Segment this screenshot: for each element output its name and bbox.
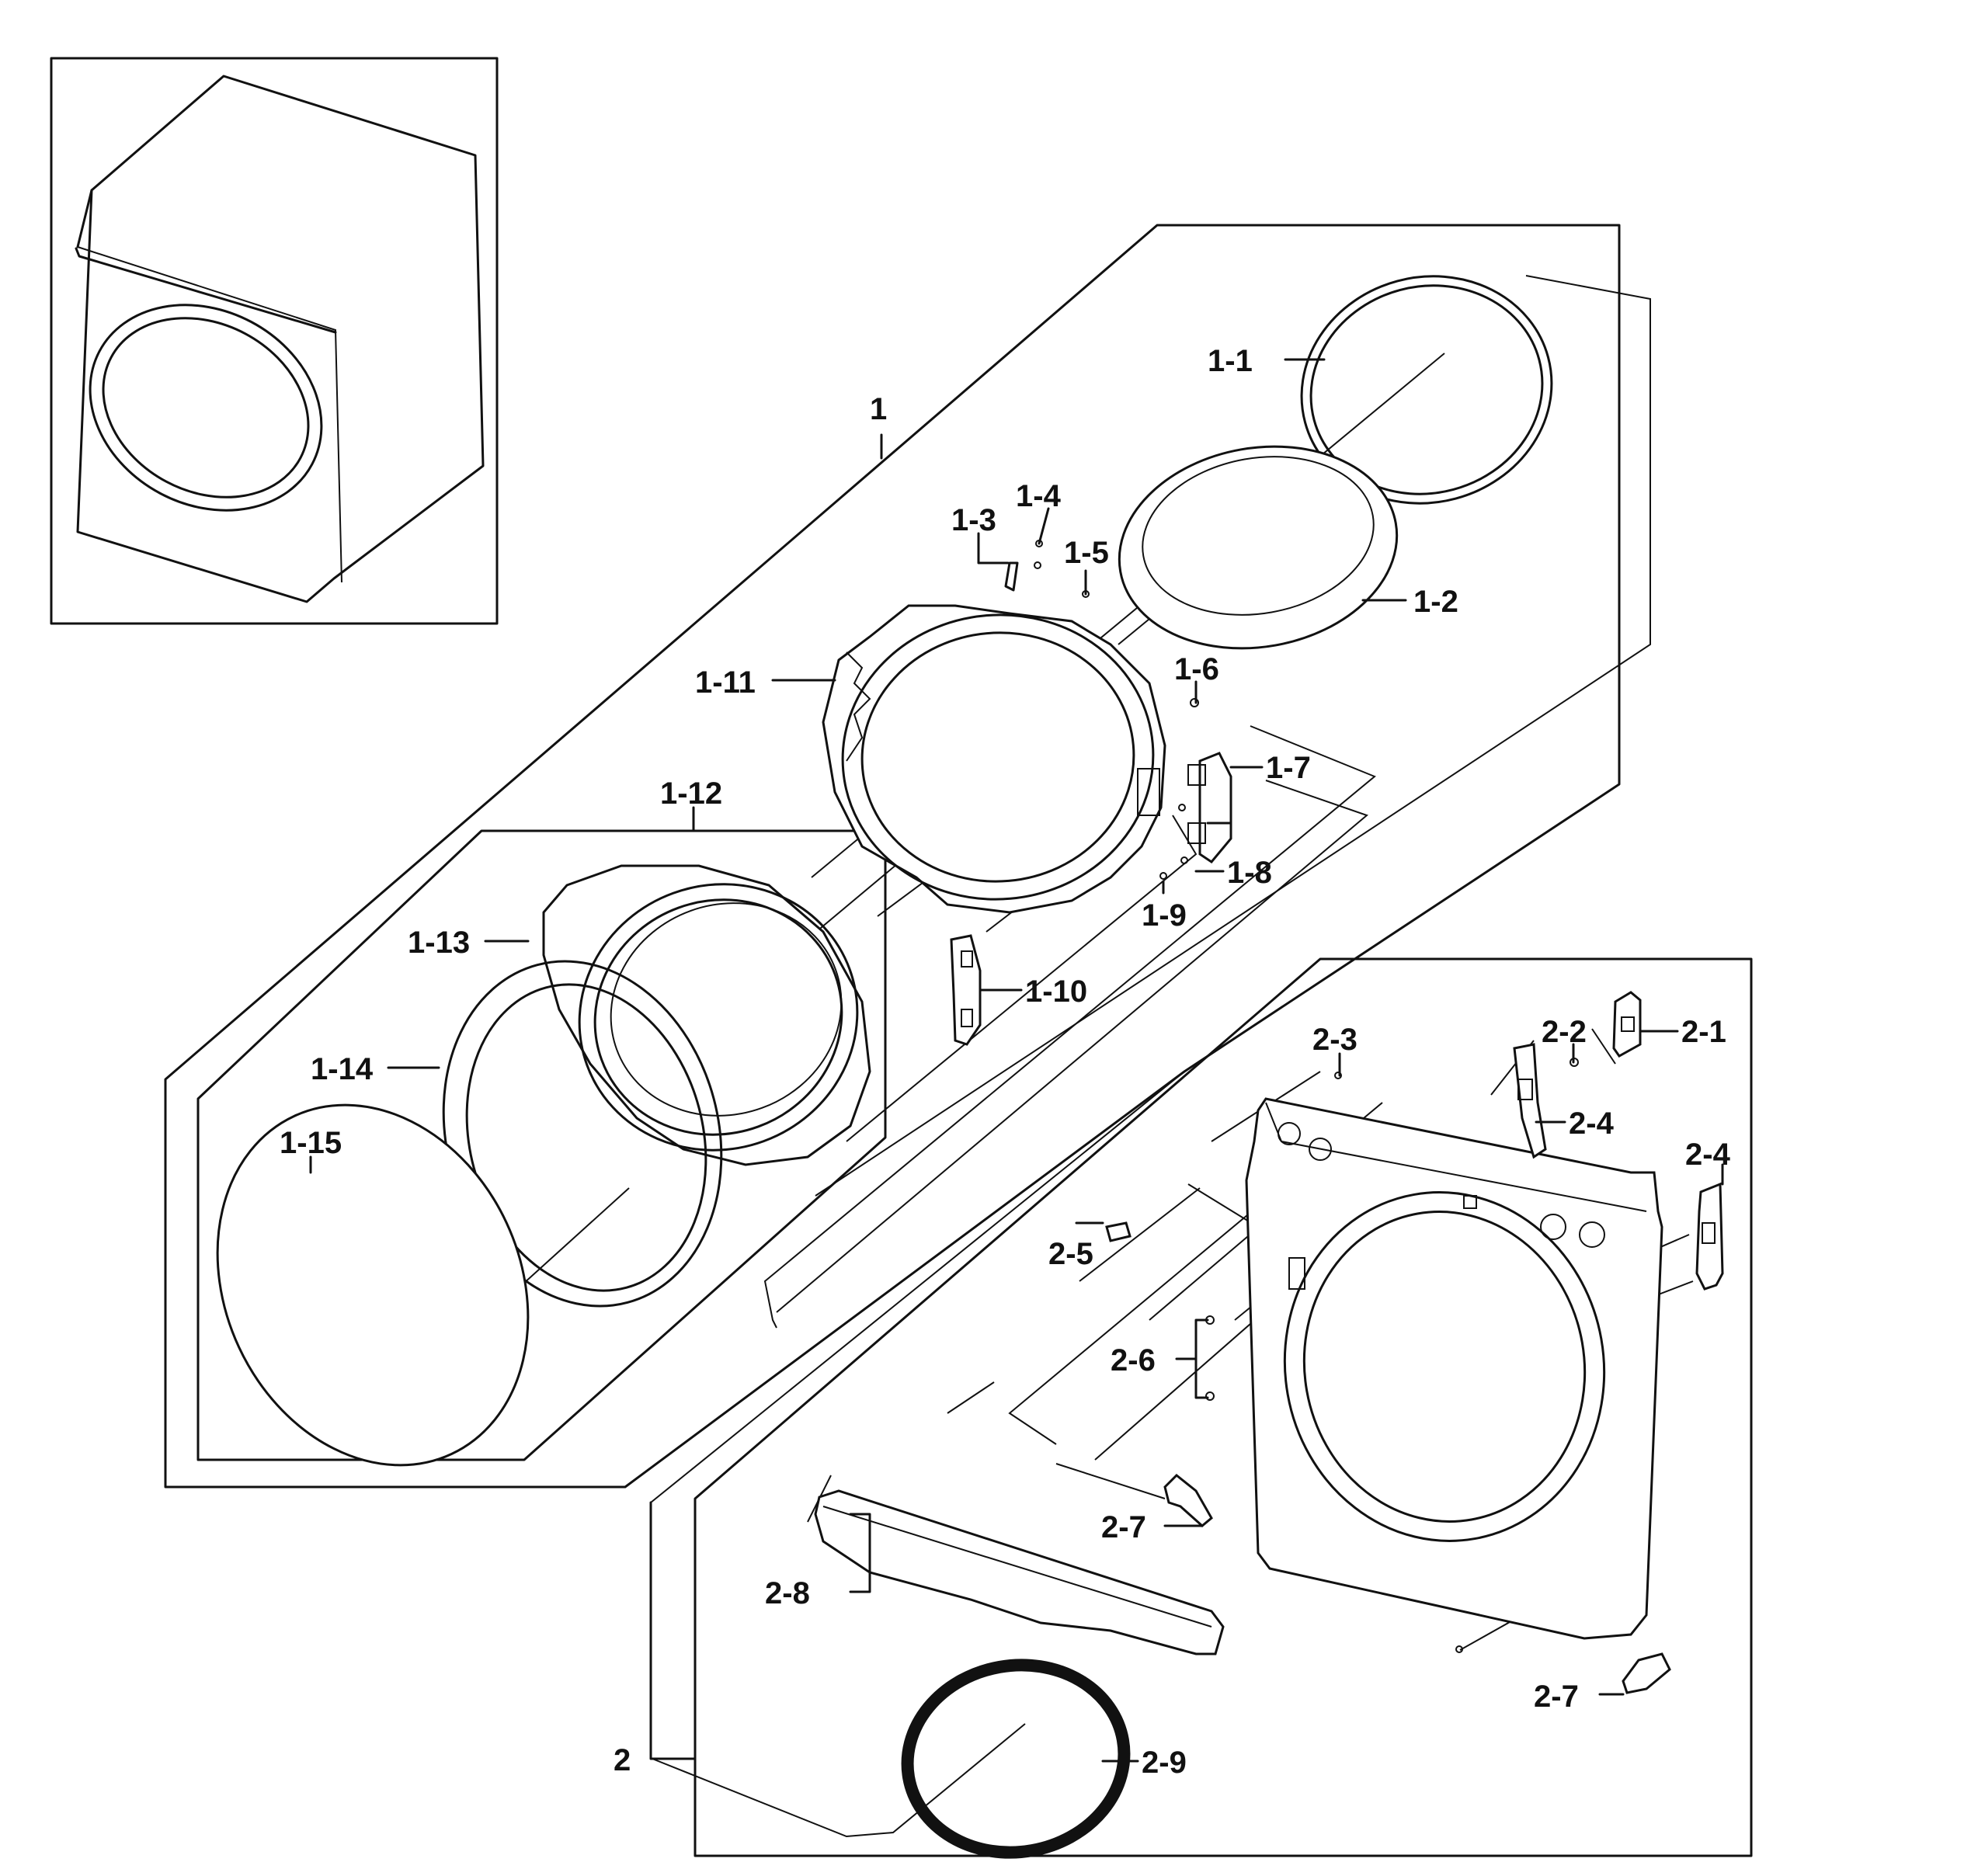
label-1-13: 1-13	[408, 926, 470, 960]
label-1-5: 1-5	[1064, 536, 1109, 570]
callout-labels: 1 1-1 1-2 1-3 1-4 1-5 1-6 1-7 1-8 1-9 1-…	[280, 344, 1731, 1780]
label-1-9: 1-9	[1142, 898, 1187, 933]
label-2-5: 2-5	[1048, 1237, 1093, 1271]
label-2-4-upper: 2-4	[1569, 1106, 1615, 1141]
label-2-2: 2-2	[1542, 1015, 1587, 1049]
label-1-1: 1-1	[1208, 344, 1253, 378]
label-group-1: 1	[870, 392, 887, 426]
label-1-15: 1-15	[280, 1126, 342, 1160]
label-1-3: 1-3	[951, 503, 996, 537]
group-1-outline	[164, 224, 1651, 1489]
label-1-12: 1-12	[660, 776, 722, 811]
label-1-14: 1-14	[311, 1052, 374, 1086]
part-control-panel-trim	[814, 1489, 1225, 1655]
part-door-hinge	[1159, 752, 1232, 880]
part-door-outer-frame	[822, 604, 1166, 914]
label-2-1: 2-1	[1681, 1015, 1726, 1049]
part-hinge-small	[1004, 540, 1199, 707]
label-2-6: 2-6	[1111, 1343, 1156, 1377]
label-2-9: 2-9	[1142, 1746, 1187, 1780]
assembled-dryer-inset	[50, 57, 499, 625]
label-2-7-middle: 2-7	[1101, 1510, 1146, 1544]
part-door-latch	[950, 934, 982, 1046]
group-2-outline	[649, 957, 1753, 1857]
label-leaders	[309, 358, 1724, 1763]
label-2-7-right: 2-7	[1534, 1680, 1579, 1714]
part-door-gasket-ring	[1300, 275, 1553, 505]
label-1-4: 1-4	[1016, 479, 1062, 513]
part-front-panel	[1245, 1097, 1663, 1640]
label-1-6: 1-6	[1174, 652, 1219, 686]
label-1-7: 1-7	[1266, 751, 1311, 785]
label-2-3: 2-3	[1312, 1023, 1357, 1057]
label-1-10: 1-10	[1025, 974, 1087, 1009]
label-1-8: 1-8	[1227, 856, 1272, 890]
part-small-hardware-2	[1105, 991, 1724, 1653]
part-door-inner-frame	[542, 864, 871, 1166]
label-2-4-right: 2-4	[1685, 1138, 1731, 1172]
part-door-glass	[1118, 445, 1399, 650]
part-door-outer-glass	[216, 1103, 530, 1467]
label-1-11: 1-11	[695, 665, 756, 700]
label-2-8: 2-8	[765, 1576, 810, 1610]
label-1-2: 1-2	[1413, 585, 1458, 619]
part-front-gasket	[901, 1659, 1131, 1859]
label-group-2: 2	[614, 1743, 631, 1777]
part-door-stop	[1163, 1473, 1671, 1694]
